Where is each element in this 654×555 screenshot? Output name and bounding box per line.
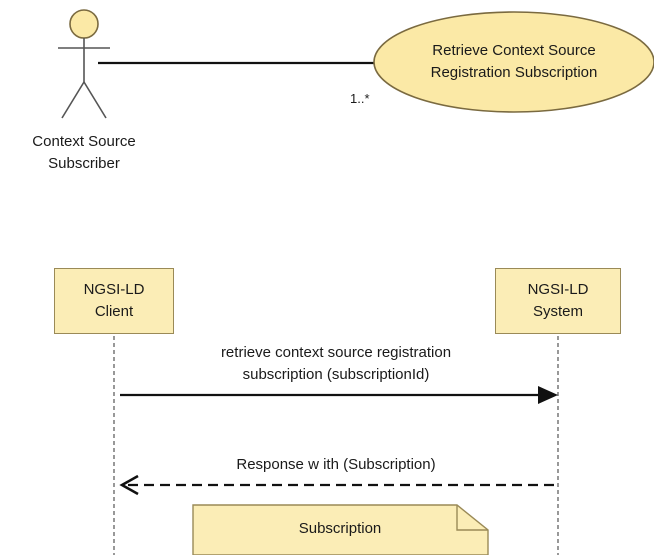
participant-system-line1: NGSI-LD [527, 281, 589, 298]
actor-label: Context Source Subscriber [4, 131, 164, 175]
use-case-ellipse [373, 11, 654, 113]
participant-system: NGSI-LD System [495, 268, 621, 334]
response-label: Response w ith (Subscription) [236, 456, 436, 473]
multiplicity-label: 1..* [350, 91, 370, 106]
participant-client: NGSI-LD Client [54, 268, 174, 334]
participant-system-line2: System [532, 303, 583, 320]
request-label-line1: retrieve context source registration [220, 344, 452, 361]
use-case-label-line1: Retrieve Context Source [432, 42, 596, 59]
note-shape [192, 504, 489, 555]
actor-figure-icon [58, 9, 110, 119]
note-label: Subscription [298, 520, 382, 537]
actor-label-line1: Context Source [32, 133, 136, 150]
participant-client-line2: Client [94, 303, 134, 320]
request-label-line2: subscription (subscriptionId) [242, 366, 430, 383]
use-case-label-line2: Registration Subscription [430, 64, 598, 81]
request-label: retrieve context source registration sub… [156, 342, 516, 386]
use-case-label: Retrieve Context Source Registration Sub… [394, 40, 634, 84]
actor-label-line2: Subscriber [48, 155, 120, 172]
participant-client-line1: NGSI-LD [83, 281, 145, 298]
response-arrow [119, 474, 555, 496]
request-arrow [120, 386, 558, 404]
